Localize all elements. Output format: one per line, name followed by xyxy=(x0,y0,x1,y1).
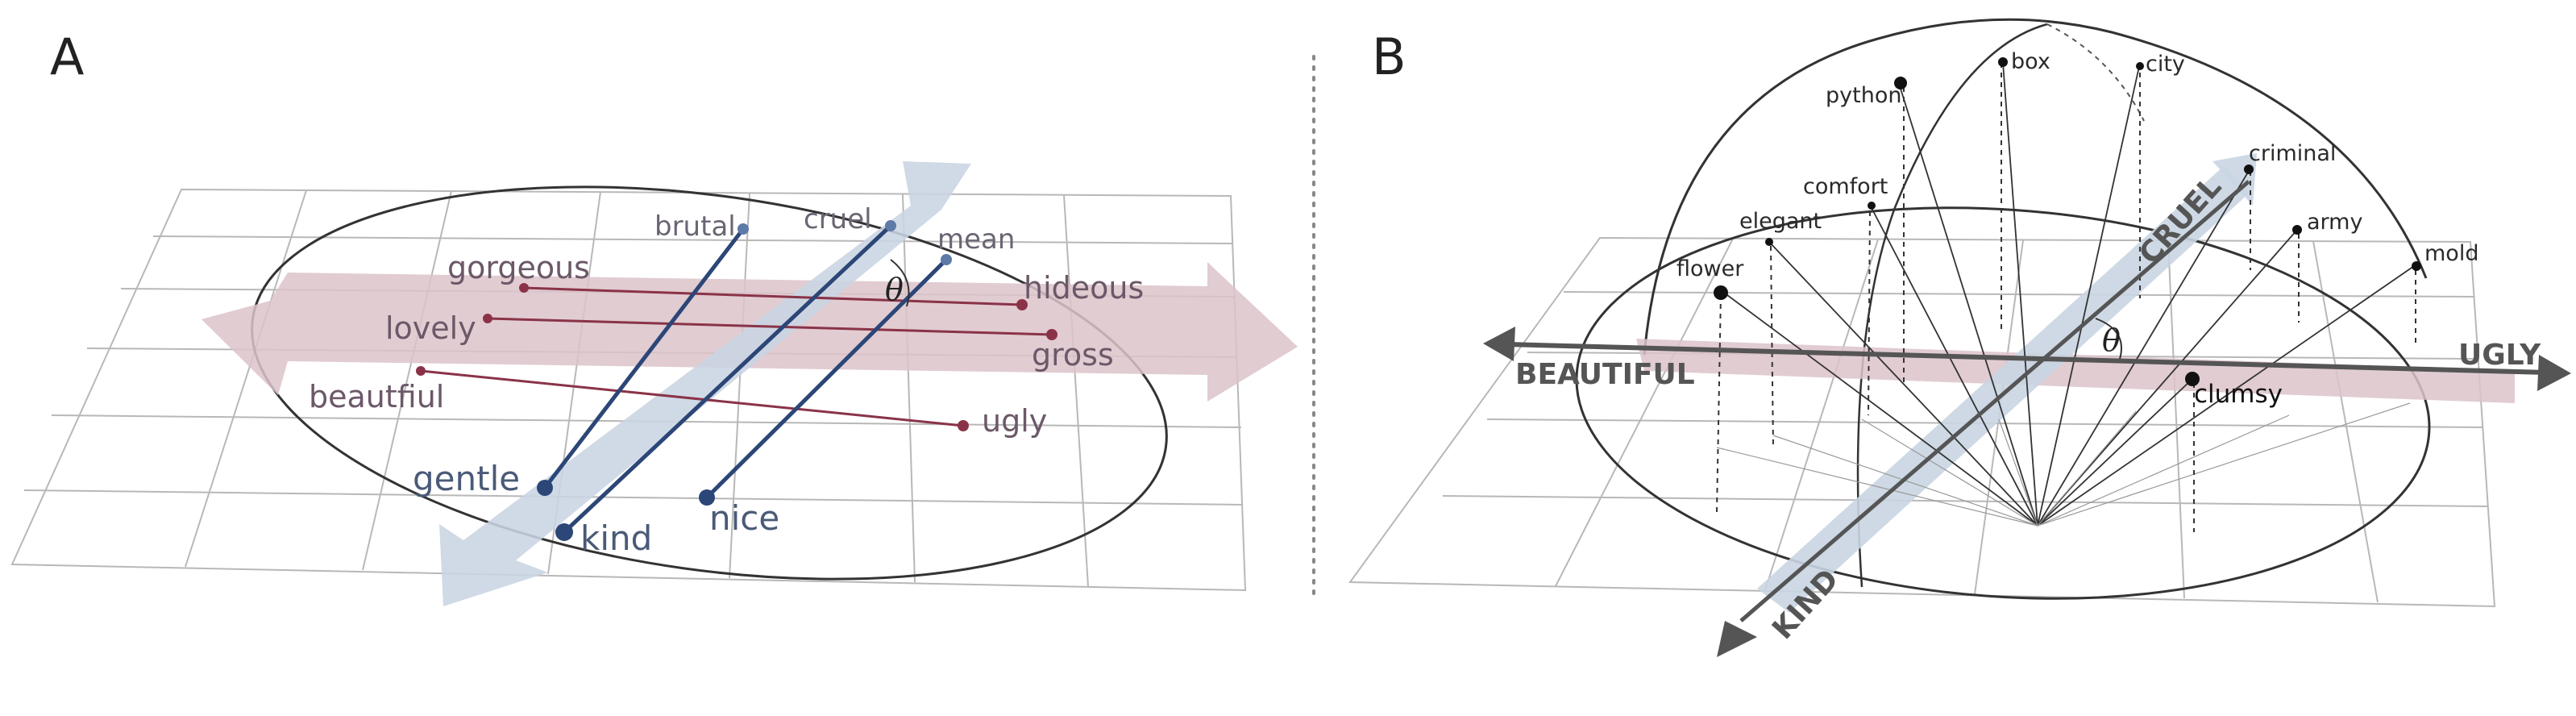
word-box: box xyxy=(2011,49,2050,74)
panel-a-theta: θ xyxy=(885,272,904,307)
panel-b-points xyxy=(1714,57,2421,386)
axis-label-beautiful: BEAUTIFUL xyxy=(1515,358,1695,391)
word-clumsy: clumsy xyxy=(2194,380,2283,409)
word-beautfiul: beautfiul xyxy=(309,379,444,414)
axis-label-ugly: UGLY xyxy=(2458,339,2541,372)
panel-a-kindness-lines xyxy=(543,224,948,534)
panel-b-meridian-dashed xyxy=(2046,23,2145,122)
panel-b: B xyxy=(1348,18,2571,657)
word-cruel: cruel xyxy=(804,203,872,235)
word-city: city xyxy=(2146,52,2185,77)
panel-a-theta-arc xyxy=(890,259,910,307)
word-gentle: gentle xyxy=(413,459,520,498)
word-mean: mean xyxy=(937,223,1015,256)
panel-a-kindness-points xyxy=(537,220,952,541)
panel-b-letter: B xyxy=(1372,27,1406,86)
panel-b-theta: θ xyxy=(2102,323,2121,358)
word-criminal: criminal xyxy=(2249,141,2336,166)
word-brutal: brutal xyxy=(654,210,736,243)
panel-b-base-ellipse xyxy=(1575,206,2431,600)
word-python: python xyxy=(1826,83,1901,108)
panel-a: A xyxy=(10,27,1298,606)
panel-b-meridian xyxy=(1856,23,2048,588)
panel-b-hemisphere xyxy=(1643,18,2428,356)
panel-a-beauty-lines xyxy=(420,286,1053,427)
panel-b-theta-arc xyxy=(2095,318,2122,360)
panel-a-letter: A xyxy=(50,27,84,86)
panel-b-rays xyxy=(1720,62,2415,527)
word-elegant: elegant xyxy=(1739,209,1822,234)
word-mold: mold xyxy=(2424,241,2478,266)
panel-b-beauty-axis xyxy=(1483,327,2571,391)
word-flower: flower xyxy=(1676,256,1744,281)
word-ugly: ugly xyxy=(982,403,1047,439)
panel-a-beauty-points xyxy=(416,283,1057,431)
word-lovely: lovely xyxy=(385,310,476,346)
word-gorgeous: gorgeous xyxy=(447,250,590,285)
word-nice: nice xyxy=(709,498,779,538)
panel-b-thin-rays xyxy=(1716,402,2411,527)
word-hideous: hideous xyxy=(1024,270,1144,306)
panel-b-kindness-axis xyxy=(1717,180,2250,657)
word-army: army xyxy=(2307,210,2362,235)
word-kind: kind xyxy=(580,518,652,558)
word-comfort: comfort xyxy=(1803,174,1888,199)
word-gross: gross xyxy=(1032,337,1114,373)
panel-b-projections xyxy=(1716,63,2416,532)
